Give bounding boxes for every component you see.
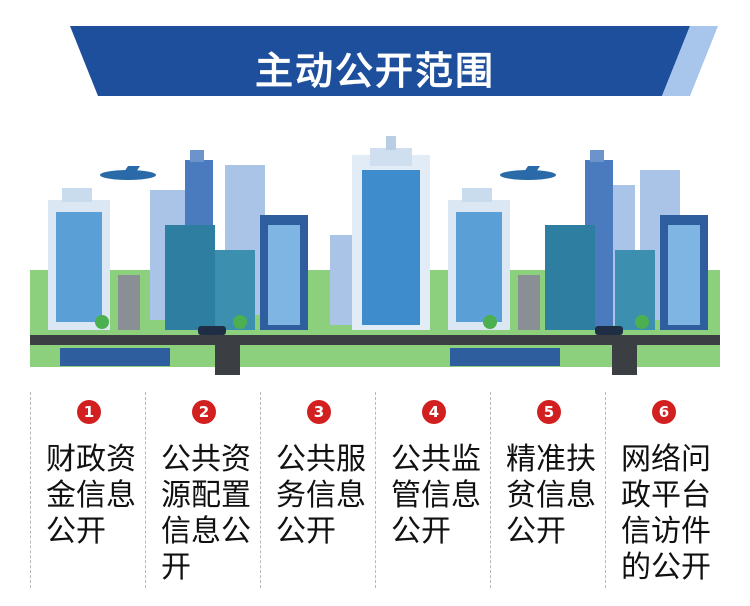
divider — [30, 392, 31, 588]
list-item: 3 公共服务信息公开 — [260, 392, 375, 588]
divider — [375, 392, 376, 588]
number-badge: 6 — [652, 400, 676, 424]
city-illustration — [30, 136, 720, 375]
category-label: 公共监管信息公开 — [391, 442, 481, 549]
category-label: 网络问政平台信访件的公开 — [621, 442, 711, 585]
category-label: 公共服务信息公开 — [276, 442, 366, 549]
number-badge: 1 — [77, 400, 101, 424]
category-list: 1 财政资金信息公开 2 公共资源配置信息公开 3 公共服务信息公开 4 公共监… — [30, 392, 720, 592]
divider — [490, 392, 491, 588]
number-badge: 5 — [537, 400, 561, 424]
title-banner: 主动公开范围 — [0, 0, 750, 110]
divider — [605, 392, 606, 588]
list-item: 5 精准扶贫信息公开 — [490, 392, 605, 588]
category-label: 财政资金信息公开 — [46, 442, 136, 549]
number-badge: 2 — [192, 400, 216, 424]
list-item: 2 公共资源配置信息公开 — [145, 392, 260, 588]
page-title: 主动公开范围 — [254, 49, 495, 93]
category-label: 精准扶贫信息公开 — [506, 442, 596, 549]
list-item: 4 公共监管信息公开 — [375, 392, 490, 588]
divider — [260, 392, 261, 588]
category-label: 公共资源配置信息公开 — [161, 442, 251, 585]
number-badge: 4 — [422, 400, 446, 424]
number-badge: 3 — [307, 400, 331, 424]
list-item: 1 财政资金信息公开 — [30, 392, 145, 588]
divider — [145, 392, 146, 588]
banner-shape — [70, 26, 718, 96]
list-item: 6 网络问政平台信访件的公开 — [605, 392, 720, 588]
